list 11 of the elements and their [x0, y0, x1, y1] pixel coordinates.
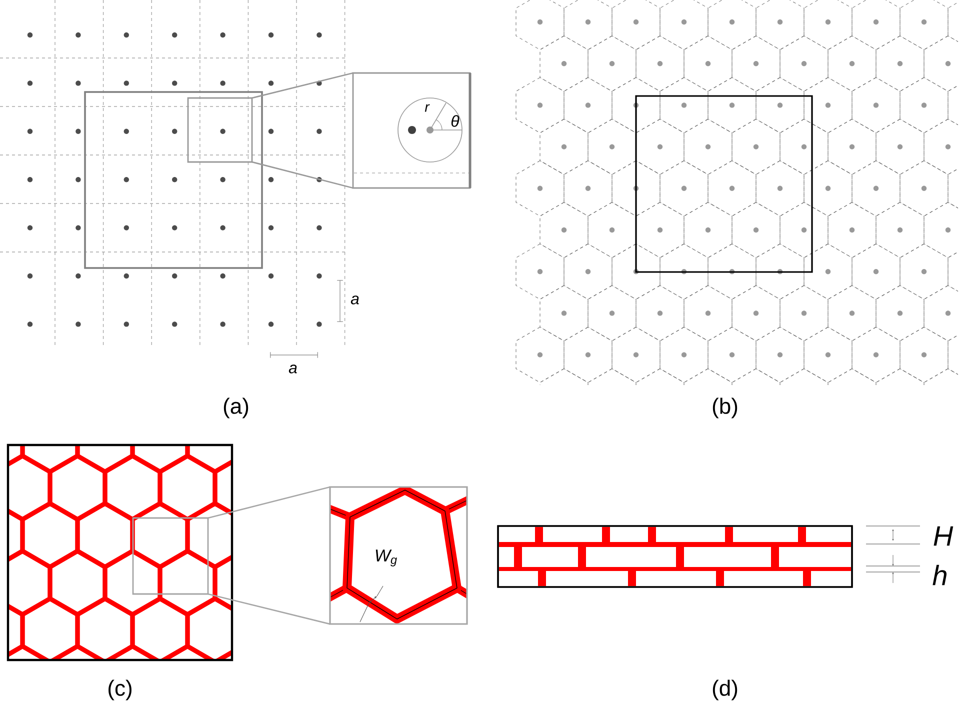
dimension-label: a	[350, 296, 359, 304]
dimension-label: H	[934, 526, 954, 546]
variable-label: r	[424, 104, 430, 112]
panel-label: (d)	[712, 680, 738, 700]
dimension-label: W$_{g}$	[376, 550, 397, 566]
dimension-label: a	[288, 364, 297, 374]
panel-label: (b)	[712, 398, 738, 418]
panel-label: (a)	[224, 398, 248, 418]
panel-label: (c)	[108, 680, 132, 700]
dimension-label: h	[932, 564, 947, 586]
variable-label: θ	[451, 115, 460, 127]
